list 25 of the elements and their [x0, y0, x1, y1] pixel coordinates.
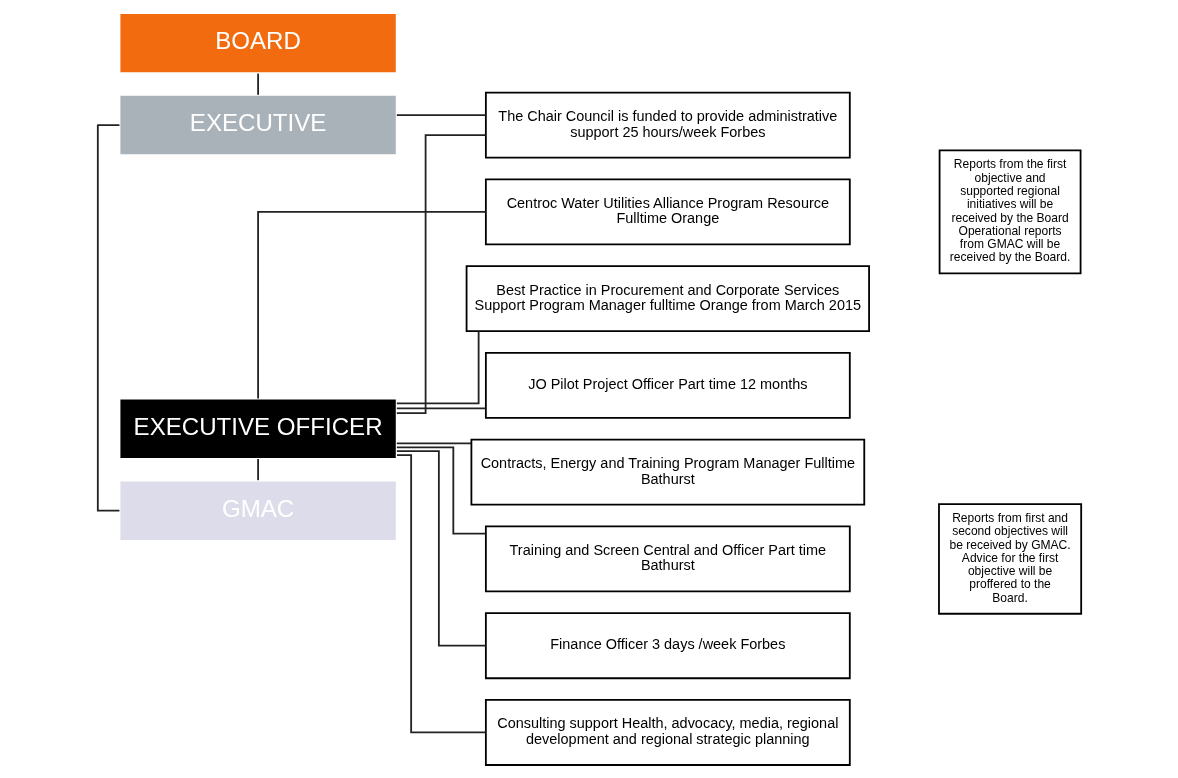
node-box: Centroc Water Utilities Alliance Program Resource Fulltime Orange: [484, 178, 851, 246]
connector: [395, 454, 487, 734]
node-box: BOARD: [118, 12, 398, 75]
node-box: EXECUTIVE OFFICER: [118, 397, 398, 460]
node-box: Finance Officer 3 days /week Forbes: [484, 612, 851, 680]
node-box: Reports from the first objective and supported regional initiatives will be received by the Board Operational reports from GMAC will be received by the Board.: [938, 149, 1081, 275]
connector: [395, 134, 487, 414]
connector: [395, 446, 486, 535]
node-box: EXECUTIVE: [118, 94, 398, 157]
connector: [256, 72, 259, 96]
connector: [395, 114, 487, 116]
node-box: Contracts, Energy and Training Program Manager Fulltime Bathurst: [470, 438, 865, 506]
node-box: Reports from first and second objectives will be received by GMAC. Advice for the first objective will be proffered to the Board.: [937, 503, 1082, 615]
connector: [256, 458, 259, 482]
node-box: Best Practice in Procurement and Corporate Services Support Program Manager fulltime Orange from March 2015: [465, 265, 870, 333]
node-box: Consulting support Health, advocacy, media, regional development and regional strategic planning: [484, 699, 851, 766]
node-box: Training and Screen Central and Officer Part time Bathurst: [484, 525, 851, 593]
connector: [395, 442, 472, 445]
node-box: JO Pilot Project Officer Part time 12 months: [484, 351, 851, 419]
connector: [96, 124, 120, 512]
node-box: The Chair Council is funded to provide administrative support 25 hours/week Forbes: [484, 91, 851, 159]
connector: [395, 450, 487, 647]
connector: [395, 407, 487, 410]
connector: [395, 330, 480, 405]
connector: [256, 210, 487, 400]
